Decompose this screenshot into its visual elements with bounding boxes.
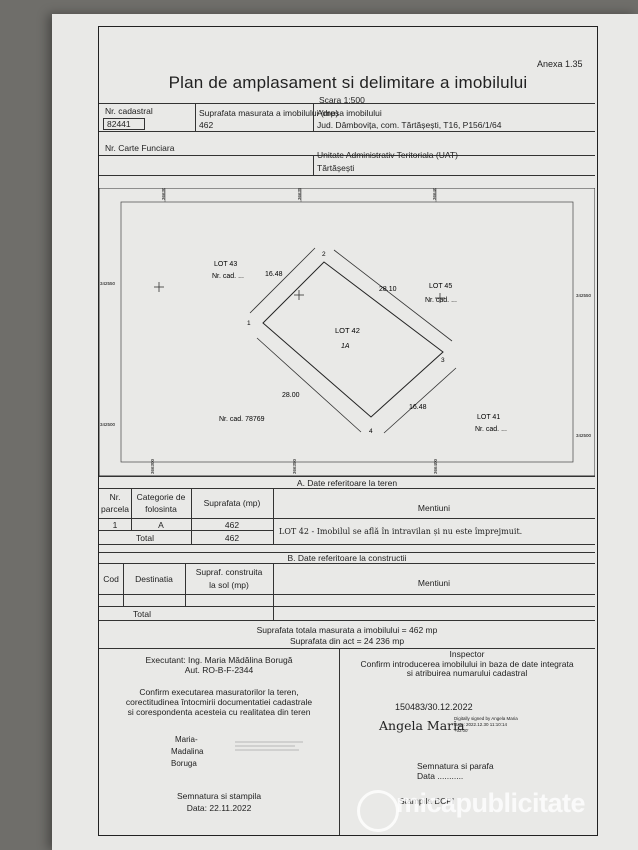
stampila-bcpi: Stampila BCPI [399, 796, 455, 806]
site-plan-svg: LOT 43 Nr. cad. ... LOT 45 Nr. cad. ... … [98, 184, 596, 477]
col-supraf-1: Supraf. construita [195, 567, 263, 577]
dim-line-41 [256, 337, 362, 433]
row-categorie: A [158, 520, 164, 530]
inspector-signature-name: Angela Maria [379, 718, 465, 733]
grid-right-2: 342500 [576, 433, 592, 438]
executant-line1: Executant: Ing. Maria Mădălina Borugă [145, 655, 293, 665]
suprafata-value: 462 [199, 120, 214, 130]
dim-line-12 [249, 247, 316, 314]
confirm-line3: si corespondenta acesteia cu realitatea … [127, 707, 311, 717]
executant-line2: Aut. RO-B-F-2344 [184, 665, 254, 675]
col-mentiuni: Mentiuni [417, 503, 451, 513]
total-b-label: Total [133, 609, 151, 619]
grid-left-2: 342500 [100, 422, 116, 427]
grid-bottom-2: 366350 [292, 458, 297, 474]
section-b-title: B. Date referitoare la constructii [287, 553, 407, 563]
row-nr: 1 [112, 520, 118, 530]
grid-top-3: 366400 [432, 188, 437, 200]
col-cod: Cod [103, 574, 119, 584]
lot-45-cad: Nr. cad. ... [425, 297, 457, 304]
length-23: 28.10 [379, 286, 397, 293]
grid-top-2: 366350 [297, 188, 302, 200]
document-sheet: Anexa 1.35 Plan de amplasament si delimi… [98, 26, 598, 836]
total-a-value: 462 [224, 533, 240, 543]
lot-45-label: LOT 45 [429, 283, 452, 290]
uat-label: Unitate Administrativ Teritoriala (UAT) [317, 150, 458, 160]
grid-right-1: 342550 [576, 293, 592, 298]
adresa-label: Adresa imobilului [317, 108, 382, 118]
point-3: 3 [441, 357, 445, 364]
col-parcela: parcela [101, 504, 129, 514]
registration-number: 150483/30.12.2022 [395, 702, 473, 712]
act-surface-line: Suprafata din act = 24 236 mp [289, 636, 405, 646]
lot-42-polygon [262, 261, 444, 418]
site-plan: LOT 43 Nr. cad. ... LOT 45 Nr. cad. ... … [98, 184, 596, 477]
point-2: 2 [322, 251, 326, 258]
col-supraf-2: la sol (mp) [209, 580, 249, 590]
length-41: 28.00 [282, 392, 300, 399]
grid-bottom-3: 366400 [433, 458, 438, 474]
lot-42-label: LOT 42 [335, 326, 360, 335]
digital-sign-3: +02'00' [454, 728, 469, 733]
total-a-label: Total [136, 533, 154, 543]
dim-line-23 [333, 249, 453, 342]
point-4: 4 [369, 428, 373, 435]
dim-line-34 [383, 367, 457, 434]
carte-funciara-label: Nr. Carte Funciara [105, 143, 175, 153]
digital-sign-2: Date: 2022.12.30 11:10:14 [454, 722, 507, 727]
nr-cadastral-value: 82441 [107, 119, 131, 129]
lot-42-sub: 1A [341, 343, 350, 350]
section-a-title: A. Date referitoare la teren [296, 478, 398, 488]
suprafata-label: Suprafata masurata a imobilului (mp) [199, 108, 339, 118]
nr-cadastral-label: Nr. cadastral [105, 106, 153, 116]
col-categorie-2: folosinta [145, 504, 177, 514]
lot-43-label: LOT 43 [214, 261, 237, 268]
confirm-line2: corectitudinea întocmirii documentatiei … [125, 697, 313, 707]
uat-value: Tărtășești [317, 163, 355, 173]
signer-name-3: Boruga [171, 759, 197, 768]
inspector-label: Inspector [449, 649, 485, 659]
document-paper: Anexa 1.35 Plan de amplasament si delimi… [52, 14, 638, 850]
semnatura-stampila: Semnatura si stampila [176, 791, 262, 801]
length-34: 16.48 [409, 404, 427, 411]
confirm-line1: Confirm executarea masuratorilor la tere… [139, 687, 299, 697]
signer-name-1: Maria- [175, 735, 198, 744]
lot-41-label: LOT 41 [477, 414, 500, 421]
annex-label: Anexa 1.35 [537, 59, 583, 69]
scale-label: Scara 1:500 [319, 95, 365, 105]
document-title: Plan de amplasament si delimitare a imob… [168, 73, 528, 92]
lot-43-cad: Nr. cad. ... [212, 273, 244, 280]
executant-date: Data: 22.11.2022 [186, 803, 252, 813]
nr-cadastral-box: 82441 [103, 118, 145, 130]
point-1: 1 [247, 320, 251, 327]
neighbor-cad-label: Nr. cad. 78769 [219, 416, 265, 423]
inspector-date-dots: Data ........... [417, 771, 464, 781]
semnatura-parafa: Semnatura si parafa [417, 761, 494, 771]
col-mentiuni-b: Mentiuni [417, 578, 451, 588]
total-surface-line: Suprafata totala masurata a imobilului =… [256, 625, 438, 635]
watermark-text: micapublicitate [396, 788, 586, 818]
grid-top-1: 366300 [161, 188, 166, 200]
col-categorie-1: Categorie de [136, 492, 186, 502]
col-nr: Nr. [109, 492, 121, 502]
inspector-confirm-2: si atribuirea numarului cadastral [406, 668, 528, 678]
digital-sign-1: Digitally signed by Angela Maria [454, 716, 518, 721]
grid-bottom-1: 366300 [150, 458, 155, 474]
col-suprafata: Suprafata (mp) [203, 498, 261, 508]
row-suprafata: 462 [224, 520, 240, 530]
grid-left-1: 342550 [100, 281, 116, 286]
col-destinatia: Destinatia [135, 574, 173, 584]
length-12: 16.48 [265, 271, 283, 278]
executant-digital-signature [233, 738, 307, 756]
mentiune-text: LOT 42 - Imobilul se află în intravilan … [279, 527, 523, 536]
lot-41-cad: Nr. cad. ... [475, 426, 507, 433]
inspector-confirm-1: Confirm introducerea imobilului in baza … [360, 659, 574, 669]
watermark-logo-icon [357, 790, 399, 832]
signer-name-2: Madalina [171, 747, 204, 756]
adresa-value: Jud. Dâmbovița, com. Tărtășești, T16, P1… [317, 120, 502, 130]
